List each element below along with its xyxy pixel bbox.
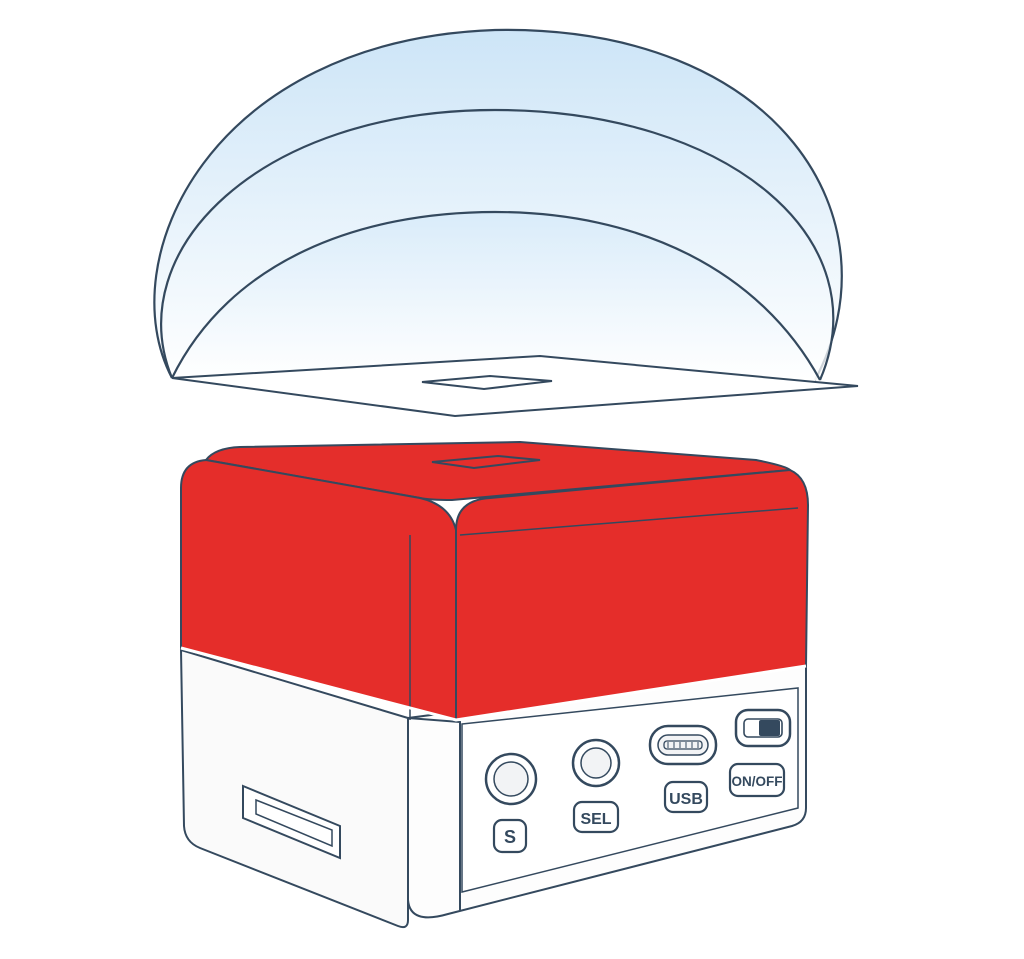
s-label: S (504, 827, 516, 847)
body-left-face (179, 648, 409, 929)
card-slot-icon[interactable] (242, 784, 341, 860)
lid-front-face (455, 468, 810, 722)
s-button[interactable]: S (484, 752, 538, 854)
onoff-switch[interactable]: ON/OFF (728, 708, 792, 798)
lid-window (431, 454, 541, 470)
sel-label-box (572, 800, 620, 834)
onoff-label: ON/OFF (732, 774, 783, 789)
top-plate (171, 354, 859, 418)
s-label-box (492, 818, 528, 854)
sel-label: SEL (580, 811, 611, 828)
usb-label: USB (669, 791, 703, 808)
onoff-label-box (728, 762, 786, 798)
sel-button[interactable]: SEL (571, 738, 621, 834)
switch-knob (759, 720, 780, 736)
wave-inner (171, 210, 821, 381)
plate-window (421, 374, 553, 391)
usb-port[interactable]: USB (648, 724, 718, 814)
usb-label-box (663, 780, 709, 814)
device-body (179, 648, 807, 929)
device-lid (180, 440, 810, 722)
signal-wave-icon (153, 28, 843, 381)
